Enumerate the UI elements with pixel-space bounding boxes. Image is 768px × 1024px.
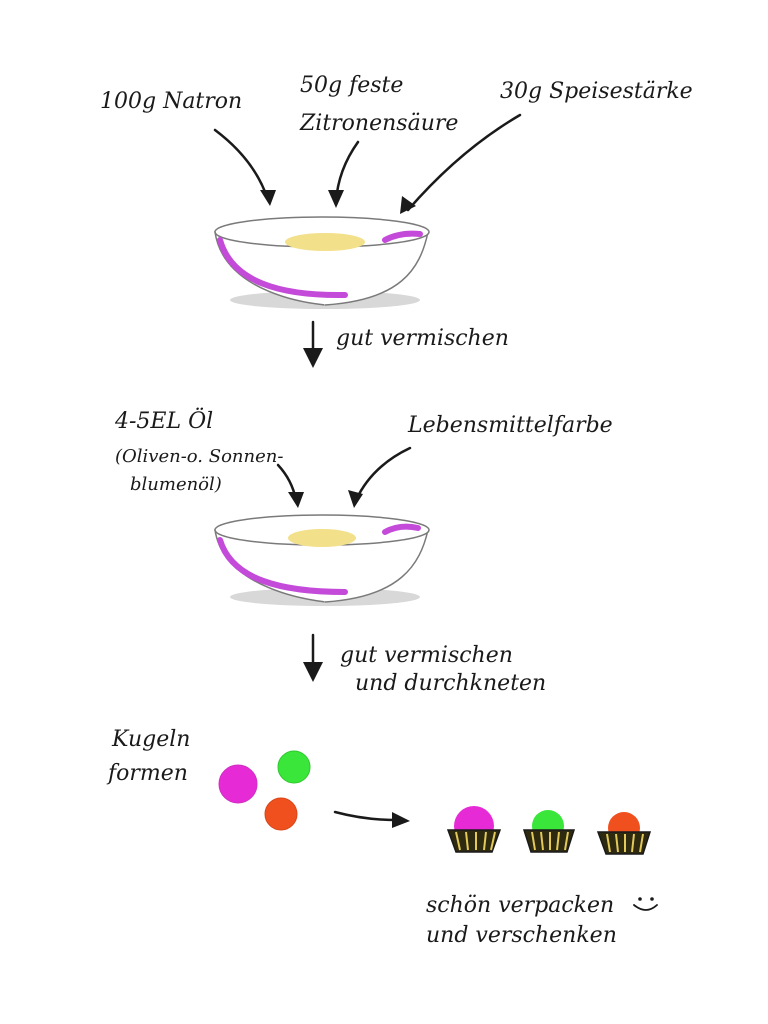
arrow-natron	[213, 128, 276, 206]
final-text-line2: und verschenken	[426, 923, 617, 948]
label-coloring: Lebensmittelfarbe	[407, 413, 613, 438]
mixing-bowl-2	[214, 514, 430, 606]
instruction-mix-1: gut vermischen	[336, 326, 509, 351]
arrow-oil	[276, 463, 304, 508]
balls-group	[218, 750, 311, 831]
ball-magenta	[218, 764, 258, 804]
arrow-citric	[328, 140, 360, 208]
smiley-icon	[633, 897, 658, 911]
instruction-mix-2-line1: gut vermischen	[340, 643, 513, 668]
wrapped-ball-magenta	[446, 806, 502, 853]
down-arrow-1	[303, 320, 323, 368]
wrapped-ball-orange	[596, 812, 652, 855]
dough-mix	[288, 529, 356, 547]
arrow-to-packaging	[333, 810, 410, 828]
powder-mix	[285, 233, 365, 251]
final-text-line1: schön verpacken	[426, 893, 614, 918]
label-natron: 100g Natron	[100, 89, 242, 114]
label-citric-line1: 50g feste	[300, 73, 403, 98]
label-citric-line2: Zitronensäure	[299, 111, 458, 136]
down-arrow-2	[303, 633, 323, 682]
mixing-bowl-1	[214, 216, 430, 309]
wrapped-ball-green	[522, 810, 576, 853]
instruction-mix-2-line2: und durchkneten	[355, 671, 546, 696]
ball-orange	[264, 797, 298, 831]
arrow-starch	[400, 113, 522, 214]
label-oil-note-line1: (Oliven-o. Sonnen-	[115, 446, 283, 467]
ball-green	[277, 750, 311, 784]
label-formen: formen	[106, 761, 188, 786]
label-kugeln: Kugeln	[111, 727, 190, 752]
label-oil-note-line2: blumenöl)	[130, 474, 222, 495]
arrow-coloring	[348, 446, 412, 508]
label-starch: 30g Speisestärke	[500, 79, 693, 104]
label-oil: 4-5EL Öl	[114, 407, 213, 434]
